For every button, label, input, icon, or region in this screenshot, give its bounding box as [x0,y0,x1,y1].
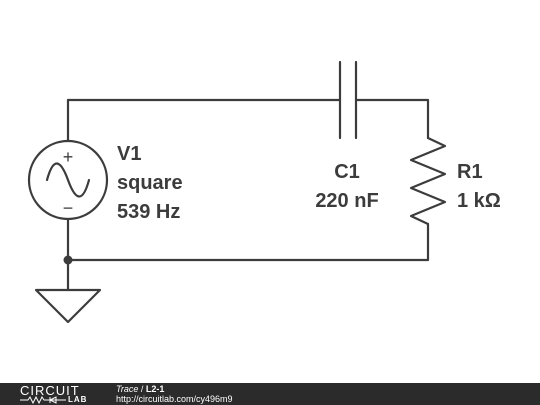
resistor-zigzag [409,136,447,226]
logo-text-lab: LAB [68,395,88,404]
source-plus-sign: + [63,147,74,167]
title-separator: / [138,384,146,394]
trace-label: Trace [116,384,139,394]
source-waveform-label: square [117,172,183,194]
resistor-name-label: R1 [457,161,483,183]
footer-text: Trace / L2-1 http://circuitlab.com/cy496… [116,384,233,404]
capacitor-value-label: 220 nF [315,190,378,212]
junction-dot [63,255,73,265]
source-name-label: V1 [117,143,141,165]
source-minus-sign: − [63,198,74,218]
circuit-url-link[interactable]: http://circuitlab.com/cy496m9 [116,394,233,404]
ground-symbol [34,288,102,324]
logo-resistor-icon [20,396,66,404]
capacitor-name-label: C1 [334,161,360,183]
footer-title-line: Trace / L2-1 [116,384,233,394]
voltage-source-circle [27,139,109,221]
logo-text-circuit: CIRCUIT [20,383,80,398]
wire-top [66,98,430,140]
circuit-schematic: + − V1 square 539 Hz C1 220 nF R1 1 kΩ [27,60,501,324]
square-wave-icon [45,162,91,198]
circuit-name: L2-1 [145,384,165,394]
circuitlab-logo[interactable]: CIRCUIT LAB [20,383,96,405]
wire-right [66,222,430,262]
footer-bar: CIRCUIT LAB Trace / L2-1 http://circuitl… [0,383,540,405]
resistor-value-label: 1 kΩ [457,190,501,212]
source-frequency-label: 539 Hz [117,201,180,223]
